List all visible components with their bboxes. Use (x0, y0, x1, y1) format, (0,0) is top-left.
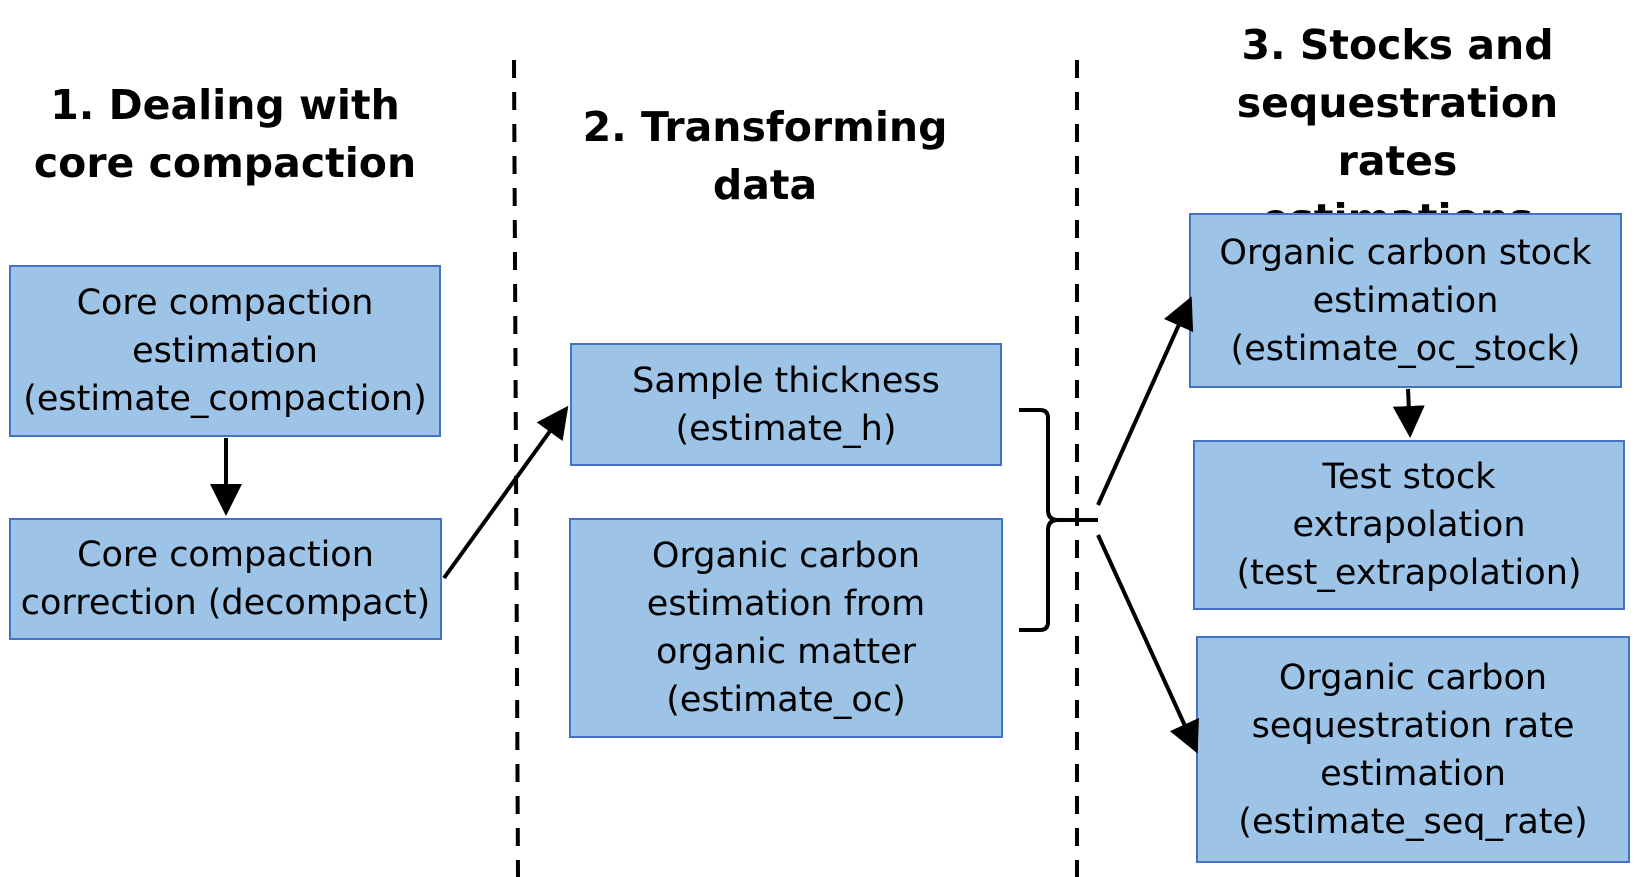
arrow-stock-to-test (1392, 388, 1425, 438)
test-stock-extrapolation-box: Test stock extrapolation (test_extrapola… (1193, 440, 1625, 610)
core-compaction-correction-box: Core compaction correction (decompact) (9, 518, 442, 640)
sample-thickness-box: Sample thickness (estimate_h) (570, 343, 1002, 466)
oc-sequestration-rate-box: Organic carbon sequestration rate estima… (1196, 636, 1630, 863)
organic-carbon-estimation-box: Organic carbon estimation from organic m… (569, 518, 1003, 738)
section-2-heading: 2. Transforming data (582, 103, 948, 209)
divider-line-1 (512, 59, 520, 877)
grouping-brace (1019, 408, 1098, 632)
oc-stock-estimation-box: Organic carbon stock estimation (estimat… (1189, 213, 1622, 388)
core-compaction-estimation-box: Core compaction estimation (estimate_com… (9, 265, 441, 437)
arrow-brace-to-stock (1096, 296, 1194, 506)
section-1-heading: 1. Dealing with core compaction (33, 81, 417, 187)
arrow-correction-to-thickness (442, 405, 569, 580)
arrow-brace-to-seq-rate (1096, 534, 1199, 754)
